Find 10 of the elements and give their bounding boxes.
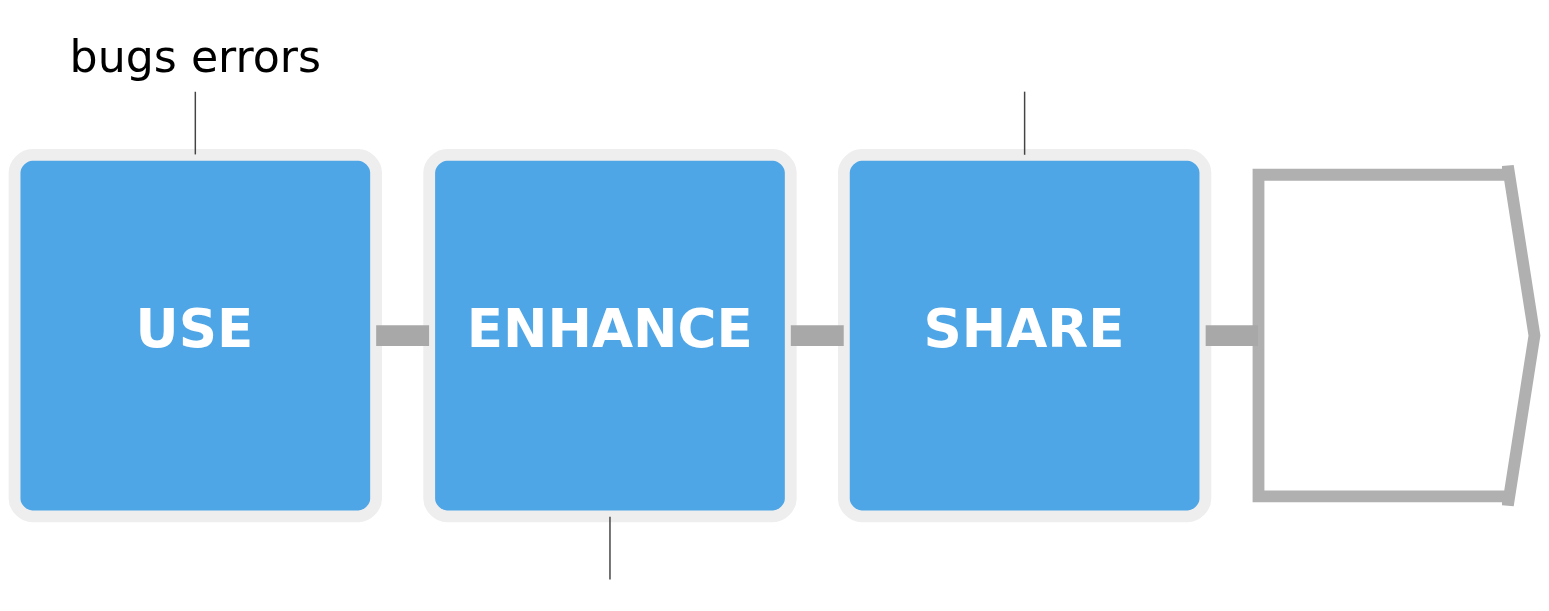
connector [194, 90, 197, 155]
connector [790, 324, 844, 346]
node-box: USE [8, 148, 382, 522]
connector [1023, 90, 1026, 155]
node-text: bugs errors [69, 30, 322, 82]
node-box: SHARE [837, 148, 1212, 522]
connector [376, 324, 430, 346]
connector [1205, 324, 1258, 346]
connector [609, 515, 611, 580]
node-box: ENHANCE [423, 148, 797, 522]
